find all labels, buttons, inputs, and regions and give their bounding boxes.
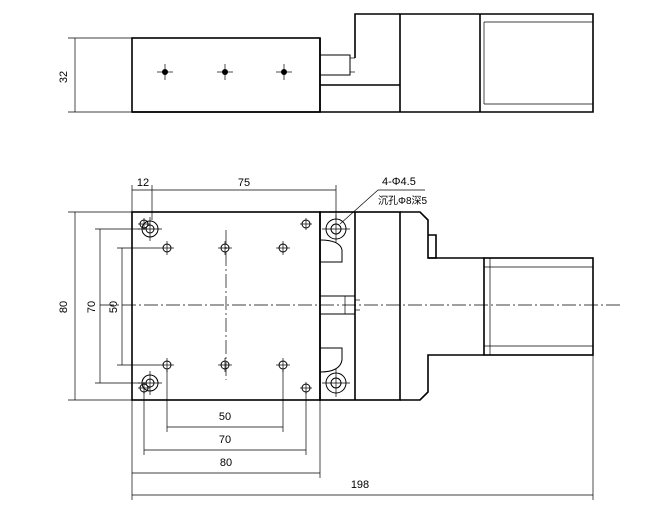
callout-holes: 4-Φ4.5 (382, 176, 416, 188)
top-view: 12 75 4-Φ4.5 沉孔Φ8深5 80 70 50 (58, 176, 620, 500)
dimension-label-12: 12 (137, 177, 149, 189)
dimension-left: 80 70 50 (58, 211, 160, 401)
dimension-top: 12 75 (131, 177, 337, 220)
dimension-bottom: 50 70 80 198 (131, 355, 594, 500)
callout-counterbore: 沉孔Φ8深5 (378, 194, 428, 207)
threaded-hole (276, 358, 290, 372)
plate-hole (300, 218, 312, 230)
top-motor (483, 257, 594, 356)
side-hole (157, 64, 173, 80)
top-base-block (319, 211, 401, 401)
threaded-hole (218, 358, 232, 372)
threaded-hole (276, 241, 290, 255)
side-view: 32 (58, 13, 594, 113)
side-base (132, 13, 594, 113)
counterbore-hole (138, 371, 162, 395)
dimension-label-80-horizontal: 80 (220, 457, 232, 469)
dimension-label-50-vertical: 50 (108, 301, 120, 313)
side-hole (276, 64, 292, 80)
counterbore-hole (138, 217, 162, 241)
threaded-hole (218, 241, 232, 255)
dimension-label-75: 75 (238, 177, 250, 189)
dimension-label-70-horizontal: 70 (219, 434, 231, 446)
dimension-label-80-vertical: 80 (58, 301, 70, 313)
dimension-label-70-vertical: 70 (86, 301, 98, 313)
dimension-label-50-horizontal: 50 (219, 411, 231, 423)
threaded-hole (160, 358, 174, 372)
dimension-side-height: 32 (58, 37, 132, 113)
threaded-hole (160, 241, 174, 255)
dimension-label-198: 198 (351, 479, 369, 491)
plate-hole (138, 218, 150, 230)
counterbore-hole (322, 369, 350, 397)
side-shaft (319, 54, 351, 76)
hole-callout: 4-Φ4.5 沉孔Φ8深5 (339, 176, 428, 225)
side-hole (217, 64, 233, 80)
side-carriage (131, 37, 321, 113)
dimension-label-32: 32 (58, 71, 70, 83)
